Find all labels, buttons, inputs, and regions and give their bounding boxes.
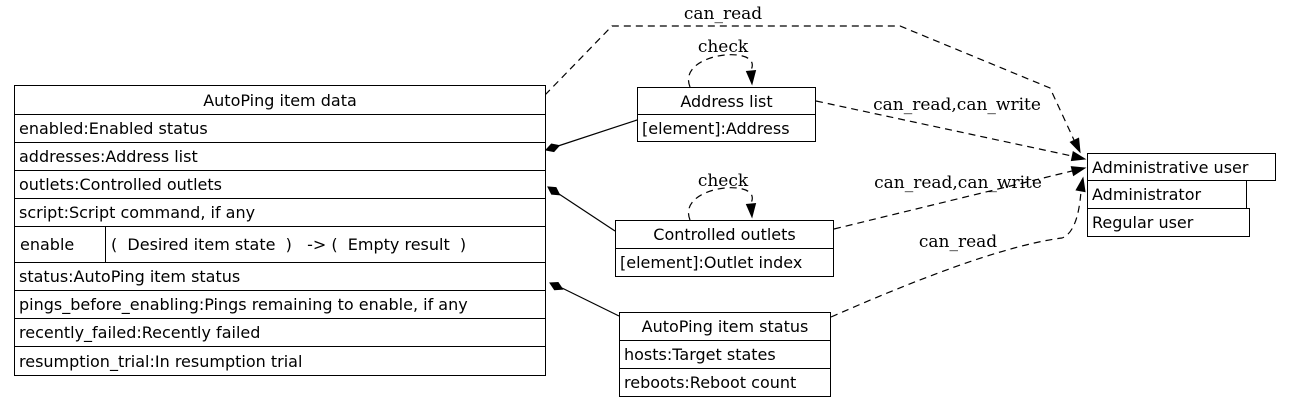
edge-label-can-read-status: can_read [918, 232, 998, 252]
node-row-hosts: hosts:Target states [620, 340, 830, 368]
node-title: Controlled outlets [653, 225, 796, 244]
node-row-administrator: Administrator [1092, 185, 1202, 204]
table-row-addresses: addresses:Address list [15, 142, 545, 170]
arrowhead-icon [1070, 166, 1087, 177]
admin-role-administrator: Administrator [1087, 180, 1247, 209]
node-title: AutoPing item status [641, 317, 809, 336]
address-list-node: Address list [element]:Address [637, 87, 816, 142]
diamond-icon [547, 186, 561, 196]
edge-check-outlets-loop [687, 187, 753, 221]
table-row-status: status:AutoPing item status [15, 262, 545, 290]
table-row-pings-before-enabling: pings_before_enabling:Pings remaining to… [15, 290, 545, 318]
edge-can-read-status [830, 190, 1082, 318]
edge-composition-status [561, 287, 620, 317]
table-row-recently-failed: recently_failed:Recently failed [15, 318, 545, 346]
node-row-element-address: [element]:Address [638, 114, 815, 141]
node-row-element-outlet-index: [element]:Outlet index [616, 248, 833, 276]
node-row-regular-user: Regular user [1092, 213, 1194, 232]
edge-can-read-top [544, 25, 1075, 141]
edge-composition-addresses [557, 119, 638, 147]
node-title: AutoPing item data [203, 90, 357, 110]
method-signature-cell: ( Desired item state ) -> ( Empty result… [111, 235, 467, 254]
node-title: Administrative user [1092, 157, 1249, 177]
controlled-outlets-node: Controlled outlets [element]:Outlet inde… [615, 220, 834, 277]
edge-can-read-write-address [815, 100, 1073, 157]
admin-role-regular-user: Regular user [1087, 208, 1250, 237]
arrowhead-icon [1070, 151, 1087, 162]
edge-label-check-outlets: check [697, 171, 749, 191]
method-name-cell: enable [15, 227, 106, 262]
administrative-user-node: Administrative user [1087, 153, 1276, 181]
table-row-enable-method: enable ( Desired item state ) -> ( Empty… [15, 226, 545, 262]
edge-can-read-write-outlets [833, 170, 1073, 230]
arrowhead-icon [745, 203, 757, 219]
table-row-resumption-trial: resumption_trial:In resumption trial [15, 346, 545, 375]
autoping-item-data-node: AutoPing item data enabled:Enabled statu… [14, 85, 546, 376]
autoping-item-status-node: AutoPing item status hosts:Target states… [619, 312, 831, 397]
node-row-reboots: reboots:Reboot count [620, 368, 830, 396]
arrowhead-icon [1069, 137, 1081, 154]
table-row-outlets: outlets:Controlled outlets [15, 170, 545, 198]
diamond-icon [549, 281, 564, 291]
diamond-icon [545, 143, 561, 153]
node-title: Address list [680, 91, 773, 111]
edge-label-can-read-top: can_read [683, 4, 763, 24]
table-row-script: script:Script command, if any [15, 198, 545, 226]
edge-composition-outlets [558, 193, 616, 232]
edge-label-check-address: check [697, 37, 749, 57]
edge-check-address-loop [687, 54, 753, 88]
arrowhead-icon [1075, 176, 1086, 193]
edge-label-can-read-write-address: can_read,can_write [873, 95, 1041, 115]
arrowhead-icon [745, 70, 757, 86]
table-row-enabled: enabled:Enabled status [15, 114, 545, 142]
edge-label-can-read-write-outlets: can_read,can_write [874, 173, 1042, 193]
